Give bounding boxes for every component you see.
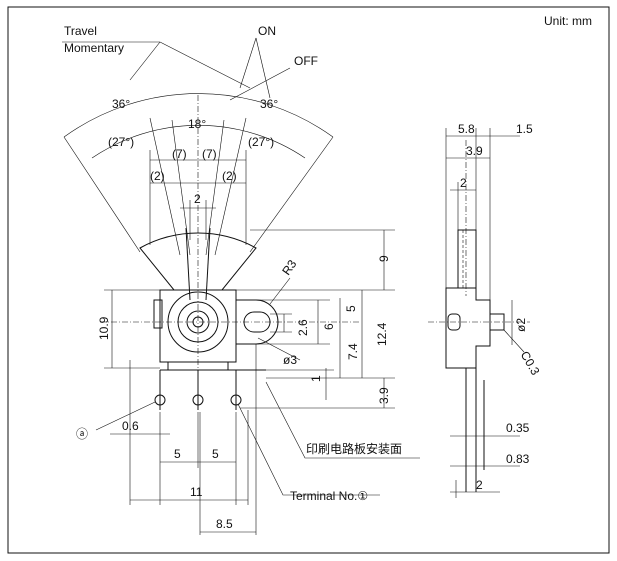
label-travel: Travel: [64, 24, 97, 38]
label-pcb-surface: 印刷电路板安装面: [306, 441, 402, 456]
label-terminal-no: Terminal No.①: [290, 489, 368, 503]
body-tab-left: [153, 299, 163, 329]
rotor-inner: [186, 310, 210, 334]
side-label-0-83: 0.83: [506, 452, 530, 466]
dim-5-b: 5: [212, 447, 219, 461]
fan-line-18-left: [171, 119, 191, 256]
fan-line-right: [249, 136, 334, 253]
side-label-5-8: 5.8: [458, 122, 475, 136]
side-shaft: [489, 313, 505, 331]
angle-arc-outer: [63, 93, 334, 138]
fan-line-mid-left: [149, 117, 181, 256]
leader-off: [229, 67, 291, 101]
mounting-slot: [243, 311, 271, 333]
side-view: [428, 128, 530, 498]
marker-a: ⓐ: [76, 427, 88, 441]
shaft-right: [205, 227, 211, 301]
dim-2-top: 2: [194, 192, 201, 206]
dim-7-4: 7.4: [346, 343, 360, 360]
leader-terminal: [237, 403, 380, 496]
side-label-3-9: 3.9: [466, 144, 483, 158]
dim-6: 6: [322, 323, 336, 330]
dim-3-9: 3.9: [377, 387, 391, 404]
fan-line-mid-right: [214, 117, 247, 256]
leader-r3: [269, 277, 291, 305]
leader-travel-2: [159, 41, 251, 89]
side-lever: [457, 229, 477, 289]
fan-line-left: [63, 136, 141, 253]
leader-on: [239, 37, 257, 89]
side-label-0-35: 0.35: [506, 421, 530, 435]
side-label-c0-3: C0.3: [518, 349, 543, 378]
dim-2-6: 2.6: [296, 319, 310, 336]
dim-2-paren-right: (2): [222, 169, 237, 183]
side-label-2-bottom: 2: [476, 478, 483, 492]
dim-10-9: 10.9: [97, 316, 111, 340]
angle-27-left: (27°): [108, 135, 134, 149]
terminal-eye-2: [192, 394, 204, 406]
leader-pcb: [265, 381, 420, 459]
dim-r3: R3: [279, 257, 299, 278]
side-body: [445, 287, 491, 369]
label-momentary: Momentary: [64, 41, 124, 55]
angle-arc-inner: [91, 125, 306, 159]
dim-9: 9: [377, 255, 391, 262]
actuator-sector: [139, 232, 257, 291]
dim-phi3: ø3: [283, 353, 297, 367]
label-off: OFF: [294, 54, 318, 68]
side-label-1-5: 1.5: [516, 122, 533, 136]
dim-7-right: (7): [202, 147, 217, 161]
dim-0-6: 0.6: [122, 419, 139, 433]
side-leader-c0-3: [503, 329, 525, 353]
dim-5-a: 5: [174, 447, 181, 461]
leader-phi3: [257, 337, 301, 361]
fan-line-18-right: [205, 119, 225, 256]
angle-36-left: 36°: [112, 97, 130, 111]
terminal-eye-1: [154, 394, 166, 406]
dim-2-paren-left: (2): [150, 169, 165, 183]
dim-8-5: 8.5: [216, 517, 233, 531]
leader-a: [95, 401, 156, 431]
unit-label: Unit: mm: [544, 14, 592, 28]
mounting-ear: [236, 299, 279, 345]
dim-12-4: 12.4: [375, 322, 389, 346]
angle-18: 18°: [188, 117, 206, 131]
terminal-eye-3: [230, 394, 242, 406]
angle-27-right: (27°): [248, 135, 274, 149]
label-on: ON: [258, 24, 276, 38]
dim-1: 1: [309, 375, 323, 382]
dim-7-left: (7): [172, 147, 187, 161]
shaft-left: [185, 227, 191, 301]
front-view: [62, 37, 420, 535]
leader-on-2: [255, 37, 271, 99]
dim-11: 11: [190, 485, 203, 499]
dim-5-right: 5: [344, 305, 358, 312]
drawing-frame: [7, 6, 610, 554]
side-label-2-top: 2: [460, 176, 467, 190]
side-label-phi2: ø2: [514, 318, 528, 332]
angle-36-right: 36°: [260, 97, 278, 111]
leader-travel-1: [129, 41, 161, 81]
